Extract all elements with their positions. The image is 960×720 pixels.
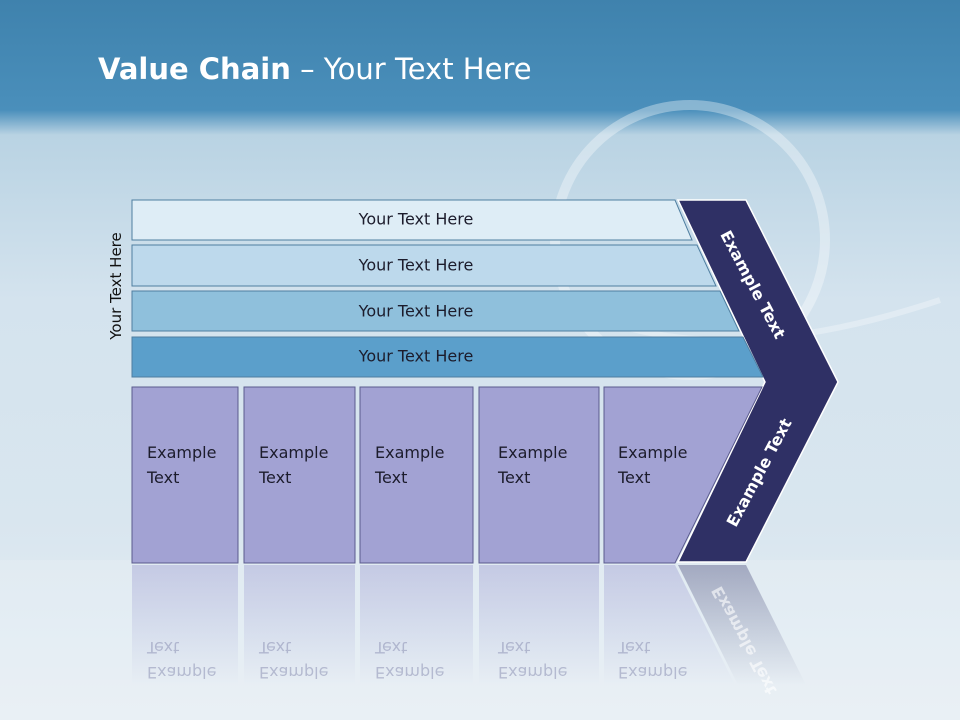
cell-4-line2: Text (498, 468, 531, 487)
cell-4-line1: Example (498, 443, 568, 462)
arrow-reflection (678, 565, 806, 685)
bar-3-label: Your Text Here (358, 302, 474, 321)
reflection-group: Example Text (132, 565, 806, 698)
bar-4-label: Your Text Here (358, 347, 474, 366)
cell-5 (603, 386, 763, 564)
cell-3-reflection-label: Example Text (375, 635, 471, 685)
bars-group: Your Text Here Your Text Here Your Text … (131, 199, 764, 378)
bar-1 (131, 199, 693, 241)
bar-4 (131, 336, 764, 378)
cell-4-reflection-line1: Example (498, 663, 568, 682)
cell-3-reflection-line2: Text (375, 638, 408, 657)
cells-group (131, 386, 763, 564)
cell-5-reflection (604, 565, 735, 685)
cell-4-reflection-line2: Text (498, 638, 531, 657)
cell-3 (359, 386, 474, 564)
cell-2 (243, 386, 356, 564)
cell-1-line1: Example (147, 443, 217, 462)
cell-2-reflection-line2: Text (259, 638, 292, 657)
cell-1 (131, 386, 239, 564)
chevron-arrow (676, 199, 839, 563)
slide-title: Value Chain – Your Text Here (98, 52, 532, 86)
cell-3-line1: Example (375, 443, 445, 462)
cell-4 (478, 386, 600, 564)
cell-5-line2: Text (618, 468, 651, 487)
cell-4-reflection (479, 565, 599, 685)
cell-1-reflection (132, 565, 238, 685)
cell-2-reflection-line1: Example (259, 663, 329, 682)
cell-1-line2: Text (147, 468, 180, 487)
cell-2-line2: Text (259, 468, 292, 487)
cell-1-reflection-line2: Text (147, 638, 180, 657)
cell-3-line2: Text (375, 468, 408, 487)
slide-title-bold: Value Chain (98, 52, 291, 86)
bar-2-label: Your Text Here (358, 256, 474, 275)
cell-5-reflection-label: Example Text (618, 635, 714, 685)
cell-4-reflection-label: Example Text (498, 635, 594, 685)
cell-2-reflection-label: Example Text (259, 635, 355, 685)
cell-2-line1: Example (259, 443, 329, 462)
bar-3 (131, 290, 740, 332)
cell-5-line1: Example (618, 443, 688, 462)
cell-3-reflection (360, 565, 473, 685)
slide-title-rest: – Your Text Here (290, 52, 532, 86)
cell-1-reflection-label: Example Text (147, 635, 243, 685)
bar-2 (131, 244, 717, 287)
cell-5-reflection-line1: Example (618, 663, 688, 682)
cell-3-reflection-line1: Example (375, 663, 445, 682)
cell-1-reflection-line1: Example (147, 663, 217, 682)
bar-1-label: Your Text Here (358, 210, 474, 229)
cell-5-reflection-line2: Text (618, 638, 651, 657)
cell-2-reflection (244, 565, 355, 685)
